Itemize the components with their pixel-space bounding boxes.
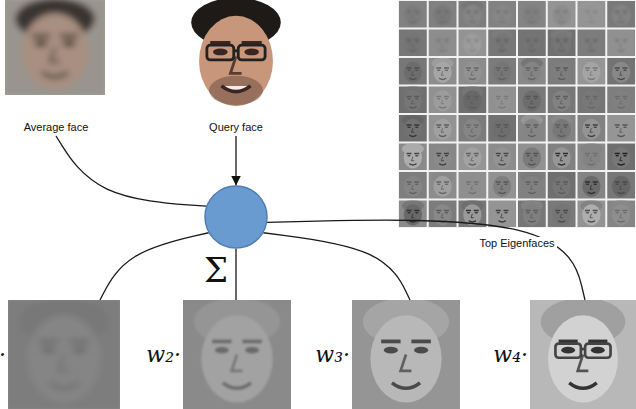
eigenface-tile [513,82,551,119]
connector-line [100,233,209,300]
eigenface-tile [602,196,636,233]
eigenface-tile [573,110,611,147]
eigenface-tile [513,0,551,33]
connector-line [56,136,206,206]
weight-node: w₃· [308,300,460,409]
eigenface-tile [454,139,492,176]
eigenface-tile [573,82,611,119]
eigenface-tile [602,167,636,204]
connector-line [267,220,585,300]
eigenface-tile [513,53,551,90]
weight-node: w₂· [138,300,291,409]
eigenface-tile [543,110,581,147]
eigenface-tile [543,25,581,62]
eigenface-tile [424,53,462,90]
eigenface-tile [513,139,551,176]
eigenface-tile [424,25,462,62]
eigenface-tile [424,139,462,176]
weight-label: w₃· [308,342,352,367]
eigenface-tile [394,53,432,90]
connector-line [263,233,410,300]
eigenface-tile [602,0,636,33]
eigenface-tile [602,139,636,176]
image-slot [8,300,120,409]
eigenface-tile [573,25,611,62]
eigenface-3-image [347,295,465,409]
eigenface-tile [602,110,636,147]
eigenface-tile [394,110,432,147]
image-caption: Top Eigenfaces [477,237,556,249]
sum-circle [204,185,268,249]
eigenface-tile [424,167,462,204]
eigenface-tile [394,196,432,233]
eigenface-tile [573,53,611,90]
eigenface-tile [394,0,432,33]
eigenface-tile [602,53,636,90]
eigenface-tile [454,0,492,33]
eigenface-tile [424,82,462,119]
image-caption: Average face [22,121,91,133]
eigenface-tile [573,0,611,33]
eigenface-tile [483,82,521,119]
eigenface-tile [394,25,432,62]
image-slot [183,300,291,409]
eigenface-tile [513,25,551,62]
eigenface-tile [543,0,581,33]
query-face-image [175,0,297,118]
eigenface-tile [573,167,611,204]
image-caption: Query face [207,121,265,133]
eigenface-tile [454,110,492,147]
eigenface-tile [483,25,521,62]
weight-label: · [0,342,8,367]
weight-label: w₂· [138,342,183,367]
eigenface-tile [454,53,492,90]
average-face-image [0,0,110,100]
weight-node: w₄· [484,300,636,409]
eigenface-tile [513,196,551,233]
eigenface-tile [454,167,492,204]
eigenface-tile [394,139,432,176]
eigenface-tile [483,53,521,90]
eigenface-grid [394,0,636,232]
eigenface-tile [513,167,551,204]
eigenfaces-node: Top Eigenfaces [398,0,636,252]
eigenface-tile [394,82,432,119]
eigenface-tile [543,53,581,90]
eigenface-tile [543,167,581,204]
average-face-node: Average face [0,0,112,136]
eigenface-tile [454,196,492,233]
eigenface-4-image [525,295,636,409]
eigenface-tile [483,0,521,33]
eigenface-1-image [3,295,125,409]
eigenface-tile [513,110,551,147]
eigenface-tile [424,110,462,147]
eigenface-2-image [178,295,296,409]
eigenface-tile [454,82,492,119]
eigenface-tile [543,139,581,176]
eigenface-tile [543,196,581,233]
eigenface-tile [483,139,521,176]
sum-symbol: Σ [204,250,228,290]
eigenface-tile [602,25,636,62]
eigenface-tile [424,196,462,233]
query-face-node: Query face [178,0,294,136]
image-slot [352,300,460,409]
image-slot [530,300,636,409]
eigenface-tile [483,110,521,147]
eigenface-tile [454,25,492,62]
connector-line [235,136,236,186]
eigenface-tile [573,196,611,233]
eigenface-tile [602,82,636,119]
eigenface-tile [424,0,462,33]
connector-line [235,249,236,301]
eigenface-tile [394,167,432,204]
sum-node: Σ [204,185,268,249]
eigenface-tile [573,139,611,176]
eigenface-tile [483,167,521,204]
weight-node: · [0,300,120,409]
weight-label: w₄· [484,342,530,367]
eigenface-tile [543,82,581,119]
